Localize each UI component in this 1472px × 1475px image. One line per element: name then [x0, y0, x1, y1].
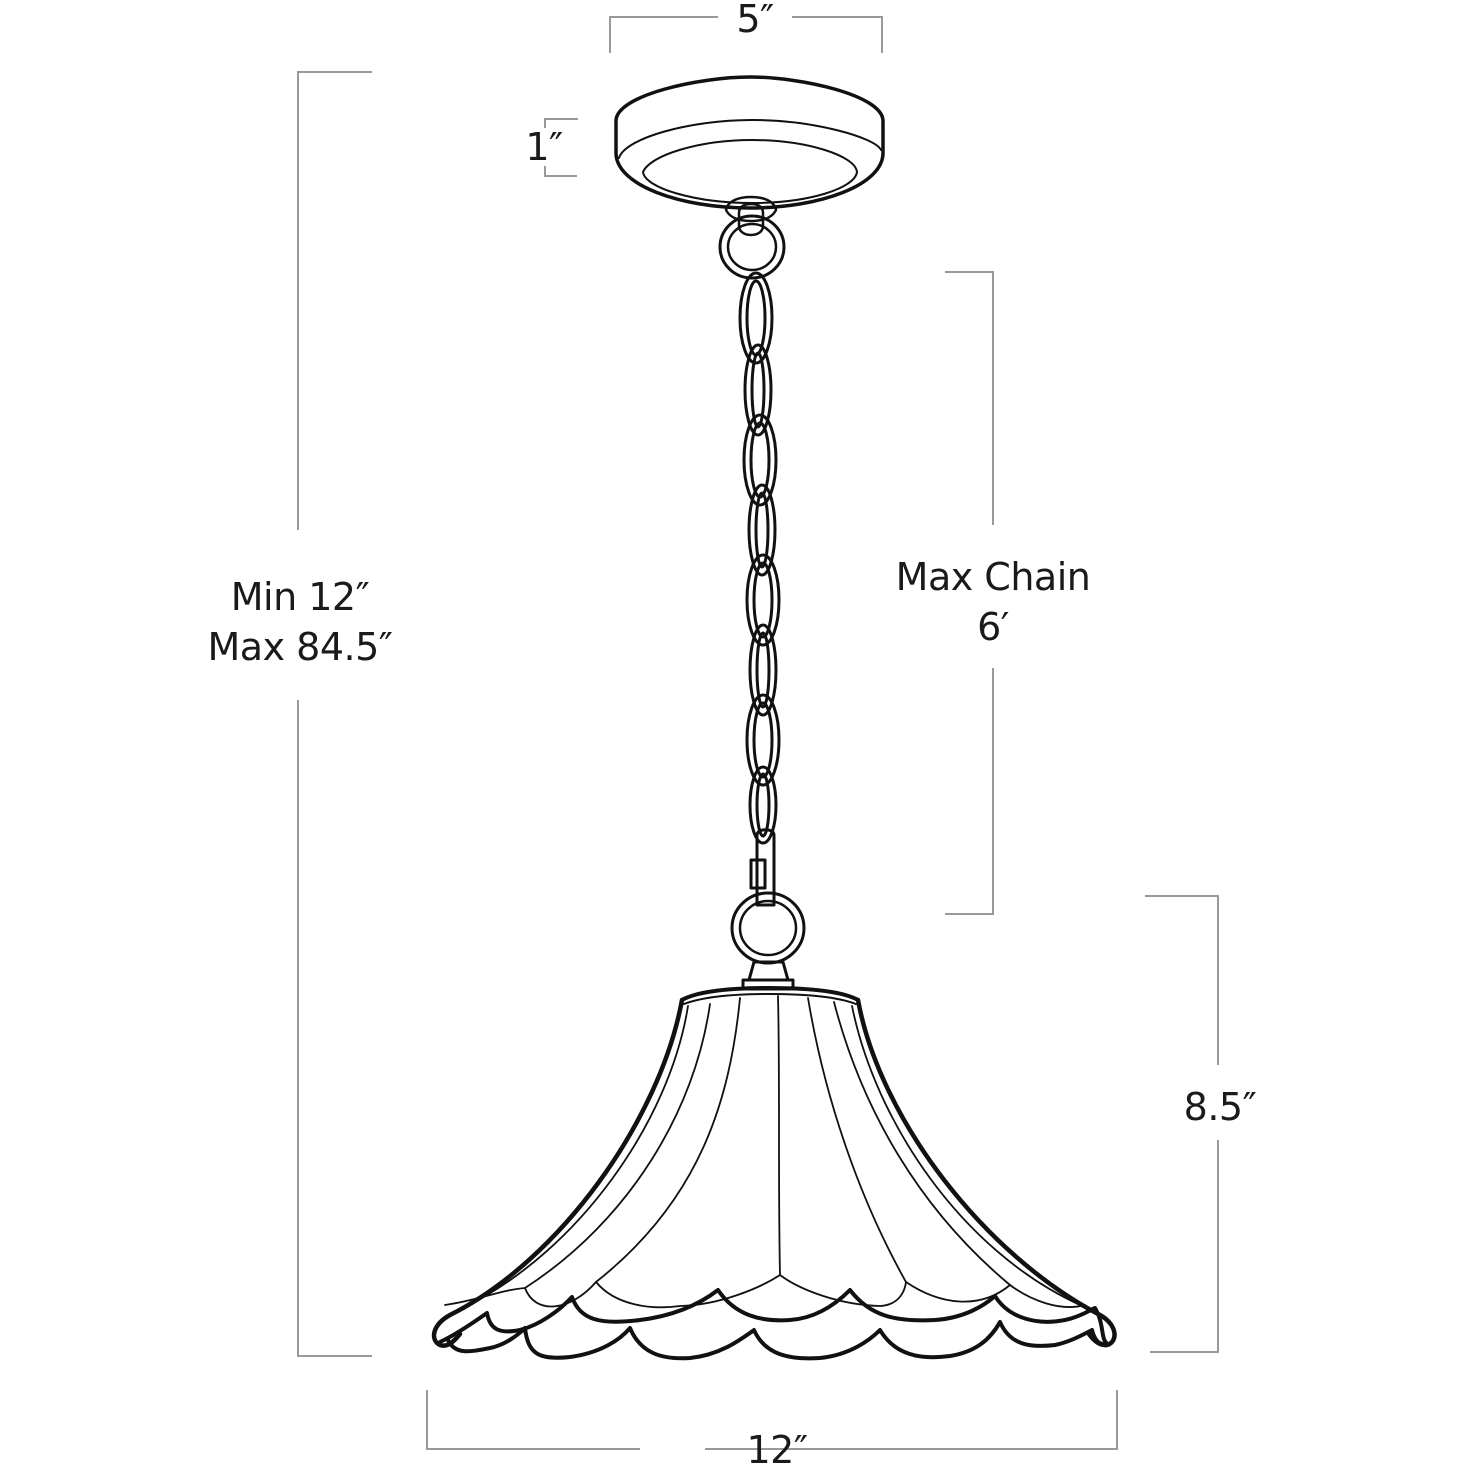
shade-height-label: 8.5″: [1183, 1085, 1257, 1129]
shade-icon: [431, 986, 1117, 1361]
max-chain-label: Max Chain 6′: [868, 552, 1118, 652]
dimension-canopy-width: [609, 16, 883, 53]
dimension-shade-width: [426, 1390, 1118, 1450]
overall-height-max: Max 84.5″: [207, 625, 393, 669]
dimension-shade-height: [1145, 895, 1219, 1353]
max-chain-title: Max Chain: [895, 555, 1091, 599]
dimension-max-chain: [945, 271, 994, 915]
canopy-width-label: 5″: [736, 0, 774, 41]
dimension-overall-height: [297, 71, 372, 1357]
overall-height-min: Min 12″: [230, 575, 370, 619]
chain-icon: [718, 214, 806, 991]
shade-width-label: 12″: [746, 1428, 808, 1472]
max-chain-length: 6′: [977, 605, 1009, 649]
dimension-canopy-height: [544, 118, 578, 177]
canopy-icon: [614, 75, 885, 237]
overall-height-label: Min 12″ Max 84.5″: [170, 572, 430, 672]
canopy-height-label: 1″: [525, 125, 563, 169]
